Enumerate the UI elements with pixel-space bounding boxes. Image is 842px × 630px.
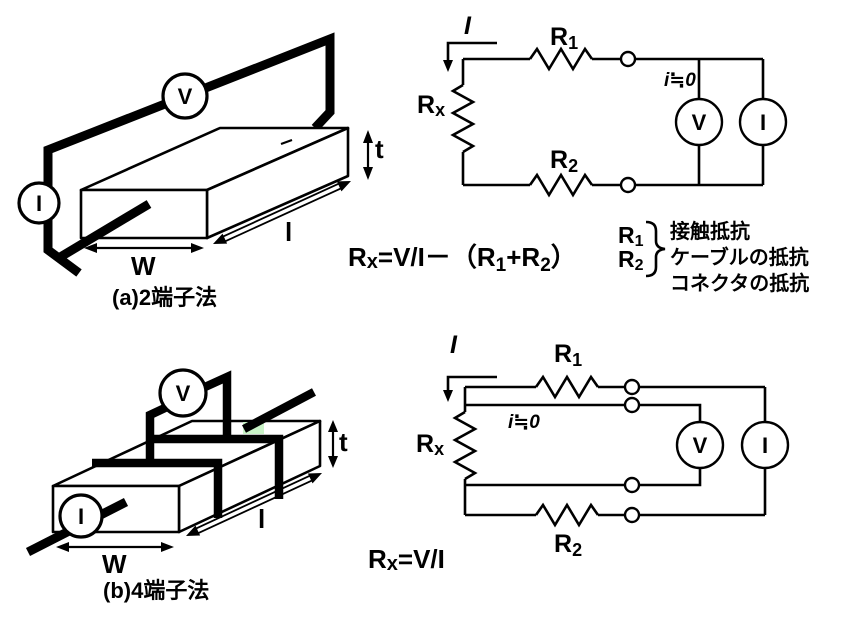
current-arrowhead — [443, 60, 453, 72]
formula-2terminal: Rx=V/I－（R1+R2） — [348, 242, 577, 276]
legend-r1: R1 — [618, 222, 644, 250]
r1-label: R1 — [554, 340, 582, 370]
voltmeter-label: V — [176, 381, 191, 406]
l-arrowhead-start — [213, 233, 228, 244]
resistor-r2 — [534, 502, 600, 528]
leak-current-label: i≒0 — [664, 70, 696, 91]
ammeter-label: I — [762, 433, 768, 458]
sample-4terminal: V I t W l (b)4端子法 — [25, 368, 348, 603]
dimension-thickness: t — [328, 420, 348, 468]
voltmeter-label: V — [692, 110, 707, 135]
dimension-thickness: t — [363, 130, 384, 180]
ammeter-circle — [740, 420, 790, 470]
sample-2terminal: V I t W l (a)2端子法 — [17, 32, 384, 310]
r1-label: R1 — [550, 23, 578, 53]
terminal-bottom-outer — [623, 506, 641, 524]
circuit-2terminal: I V I R1 Rx R2 i≒0 — [417, 12, 788, 198]
l-label: l — [258, 504, 265, 534]
terminal-top — [619, 50, 637, 68]
r2-label: R2 — [554, 530, 582, 560]
w-arrowhead-left — [56, 542, 69, 552]
dimension-width: W — [84, 243, 204, 281]
resistor-rx — [450, 83, 476, 154]
current-label: I — [450, 331, 458, 359]
voltmeter-wire-right — [203, 370, 232, 440]
w-arrowhead-right — [161, 542, 174, 552]
t-arrowhead-down — [328, 456, 338, 468]
legend-item-connector-resistance: コネクタの抵抗 — [670, 271, 809, 295]
resistor-r2 — [528, 172, 594, 198]
l-arrowhead-end — [336, 180, 351, 192]
dimension-width: W — [56, 542, 174, 579]
voltage-probe-left — [92, 458, 223, 518]
caption-4terminal: (b)4端子法 — [103, 578, 209, 603]
rx-label: Rx — [417, 91, 445, 120]
dimension-length — [213, 180, 351, 244]
voltmeter-circle — [158, 368, 208, 418]
w-label: W — [131, 251, 156, 281]
ammeter-label: I — [78, 504, 84, 529]
l-label: l — [285, 217, 292, 247]
current-arrowhead — [443, 390, 453, 402]
dimension-length — [186, 472, 323, 536]
t-label: t — [339, 427, 348, 457]
ammeter-circle — [738, 97, 788, 147]
circuit-4terminal: I V I R1 Rx R2 i≒0 — [416, 331, 790, 560]
t-arrowhead-up — [328, 420, 338, 432]
voltage-probe-right — [153, 434, 284, 499]
w-arrowhead-right — [191, 243, 204, 253]
terminal-bottom-inner — [623, 476, 641, 494]
l-arrow-line2 — [223, 187, 342, 243]
sense-wire-bottom-right — [639, 468, 702, 487]
legend-brace — [645, 220, 666, 278]
voltmeter-circle — [674, 97, 724, 147]
t-label: t — [375, 134, 384, 164]
ammeter-label: I — [760, 110, 766, 135]
current-lead-2t — [54, 200, 152, 263]
legend-item-contact-resistance: 接触抵抗 — [670, 219, 750, 243]
t-arrowhead-down — [363, 167, 373, 180]
l-arrow-line1 — [194, 474, 312, 530]
l-arrowhead-start — [186, 525, 201, 536]
resistor-r1 — [534, 374, 600, 400]
sense-wire-top-right — [639, 403, 702, 422]
leak-current-label: i≒0 — [508, 412, 540, 433]
voltmeter-wire-left — [145, 403, 169, 464]
ammeter-circle — [58, 493, 104, 539]
resistor-rx — [452, 410, 478, 481]
w-arrowhead-left — [84, 243, 97, 253]
t-arrowhead-up — [363, 130, 373, 143]
voltmeter-circle — [161, 72, 209, 120]
surface-mark — [280, 138, 293, 146]
terminal-top-outer — [623, 378, 641, 396]
caption-2terminal: (a)2端子法 — [112, 285, 217, 310]
terminal-top-inner — [623, 396, 641, 414]
current-lead-right — [242, 388, 316, 433]
ammeter-circle — [17, 181, 61, 225]
terminal-bottom — [619, 176, 637, 194]
rx-label: Rx — [416, 430, 444, 459]
current-label: I — [464, 12, 472, 40]
l-arrowhead-end — [307, 472, 323, 484]
legend-r2: R2 — [618, 246, 644, 274]
current-arrow-line — [446, 41, 497, 60]
current-arrow-line — [446, 375, 497, 390]
voltmeter-label: V — [693, 433, 708, 458]
l-arrow-line1 — [221, 182, 340, 238]
l-arrow-line2 — [196, 479, 314, 535]
formula-4terminal: Rx=V/I — [368, 544, 445, 575]
w-label: W — [102, 549, 127, 579]
ammeter-label: I — [36, 191, 42, 216]
voltmeter-circle — [675, 420, 725, 470]
voltmeter-label: V — [178, 84, 193, 109]
legend-item-cable-resistance: ケーブルの抵抗 — [670, 245, 809, 269]
r2-label: R2 — [550, 146, 578, 176]
legend-r1-r2: R1 R2 接触抵抗 ケーブルの抵抗 コネクタの抵抗 — [618, 219, 809, 295]
resistor-r1 — [528, 46, 594, 72]
